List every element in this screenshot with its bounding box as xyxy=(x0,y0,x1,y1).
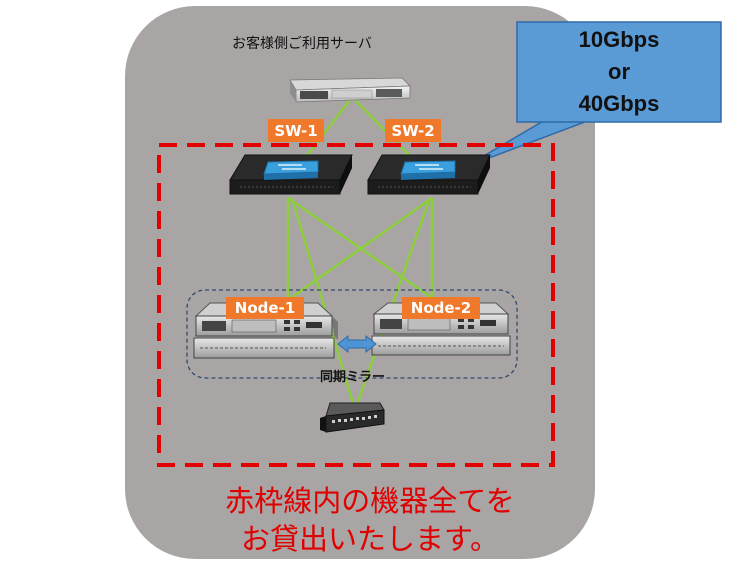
node2-tag: Node-2 xyxy=(402,297,480,319)
server-uplinks xyxy=(304,99,413,159)
callout-line-3: 40Gbps xyxy=(578,91,660,116)
switch-sw2-icon xyxy=(367,154,491,195)
callout-line-2: or xyxy=(608,59,630,84)
node1-tag: Node-1 xyxy=(226,297,304,319)
sync-mirror-label: 同期ミラー xyxy=(320,370,386,385)
rental-note-line-1: 赤枠線内の機器全てを xyxy=(225,484,515,518)
rental-note-line-2: お貸出いたします。 xyxy=(240,522,500,556)
callout-box xyxy=(516,21,722,123)
sw1-tag: SW-1 xyxy=(268,119,324,142)
customer-server-label: お客様側ご利用サーバ xyxy=(232,36,372,52)
bandwidth-callout: 10Gbps or 40Gbps xyxy=(517,22,721,122)
callout-line-1: 10Gbps xyxy=(578,27,660,52)
sw2-tag: SW-2 xyxy=(385,119,441,142)
rental-scope-border xyxy=(157,143,555,467)
customer-server-icon xyxy=(289,77,411,103)
small-switch-icon xyxy=(320,402,385,433)
node-group-outline xyxy=(186,289,518,379)
mirror-arrow-icon xyxy=(337,334,377,354)
switch-sw1-icon xyxy=(229,154,353,195)
rental-note: 赤枠線内の機器全てを お貸出いたします。 xyxy=(160,482,580,558)
